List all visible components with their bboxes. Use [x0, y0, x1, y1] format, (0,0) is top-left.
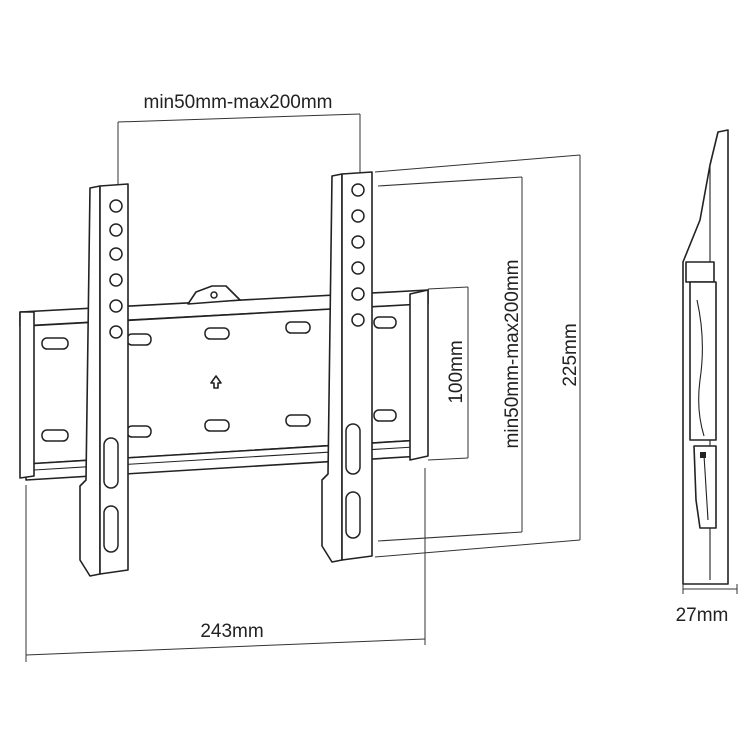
plate-slot — [204, 327, 230, 340]
arm-hole — [351, 313, 365, 327]
arm-hole — [351, 183, 365, 197]
arm-slot — [345, 491, 361, 539]
plate-slot — [285, 321, 311, 334]
plate-slot — [126, 425, 152, 438]
arm-hole — [109, 199, 123, 213]
arm-hole — [351, 235, 365, 249]
arm-hole — [109, 223, 123, 237]
plate-width-dimension — [25, 468, 426, 662]
side-view — [682, 129, 729, 585]
plate-height-label: 100mm — [446, 340, 467, 403]
plate-slot — [285, 414, 311, 427]
arm-height-dimension — [374, 154, 581, 558]
vesa-horizontal-label: min50mm-max200mm — [144, 92, 333, 113]
right-arm — [321, 171, 373, 563]
arm-slot — [345, 423, 361, 475]
plate-slot — [41, 337, 69, 350]
vesa-vertical-label: min50mm-max200mm — [502, 260, 523, 449]
arm-hole — [109, 325, 123, 339]
arm-slot — [103, 505, 119, 553]
depth-dimension — [682, 584, 738, 594]
arm-height-label: 225mm — [560, 323, 581, 386]
vesa-vertical-dimension — [377, 176, 523, 542]
plate-slot — [41, 429, 69, 442]
plate-slot — [126, 333, 152, 346]
arm-hole — [109, 273, 123, 287]
center-hook — [187, 285, 241, 305]
plate-height-dimension — [427, 286, 469, 461]
arm-hole — [351, 287, 365, 301]
plate-slot — [204, 419, 230, 432]
arm-hole — [351, 209, 365, 223]
vesa-horizontal-dimension — [117, 113, 361, 185]
up-arrow-icon — [210, 375, 222, 389]
lock-pin — [700, 452, 706, 458]
arm-hole — [109, 299, 123, 313]
plate-slot — [373, 409, 397, 422]
arm-hole — [109, 247, 123, 261]
plate-slot — [373, 316, 397, 329]
plate-width-label: 243mm — [200, 621, 263, 642]
depth-label: 27mm — [676, 605, 729, 626]
arm-hole — [351, 261, 365, 275]
left-arm — [79, 183, 129, 577]
arm-slot — [103, 437, 119, 489]
